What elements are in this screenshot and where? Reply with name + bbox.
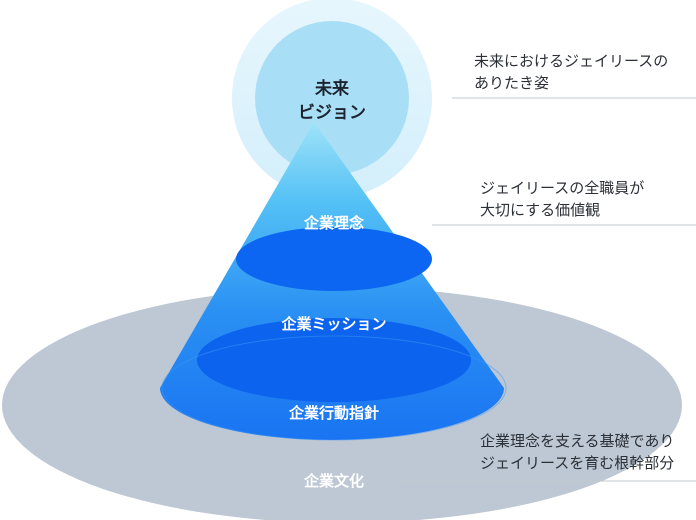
philosophy-note-line2: 大切にする価値観 [480, 201, 601, 219]
culture-note: 企業理念を支える基礎であり ジェイリースを育む根幹部分 [480, 430, 674, 474]
philosophy-label: 企業理念 [303, 214, 364, 232]
mission-disc [197, 318, 471, 402]
vision-note-line1: 未来におけるジェイリースの [474, 52, 669, 70]
vision-circle [255, 21, 409, 175]
vision-note: 未来におけるジェイリースの ありたき姿 [474, 50, 668, 94]
culture-note-line1: 企業理念を支える基礎であり [480, 432, 675, 450]
vision-note-line2: ありたき姿 [474, 74, 550, 92]
culture-note-line2: ジェイリースを育む根幹部分 [480, 454, 675, 472]
culture-label: 企業文化 [303, 472, 364, 490]
action-label: 企業行動指針 [288, 404, 379, 422]
philosophy-note: ジェイリースの全職員が 大切にする価値観 [480, 177, 644, 221]
philosophy-note-line1: ジェイリースの全職員が [480, 179, 645, 197]
action-disc-rim [161, 335, 507, 441]
mission-label: 企業ミッション [280, 315, 386, 333]
vision-label-line2: ビジョン [298, 103, 366, 123]
philosophy-disc [236, 227, 432, 291]
vision-label-line1: 未来 [314, 78, 350, 99]
